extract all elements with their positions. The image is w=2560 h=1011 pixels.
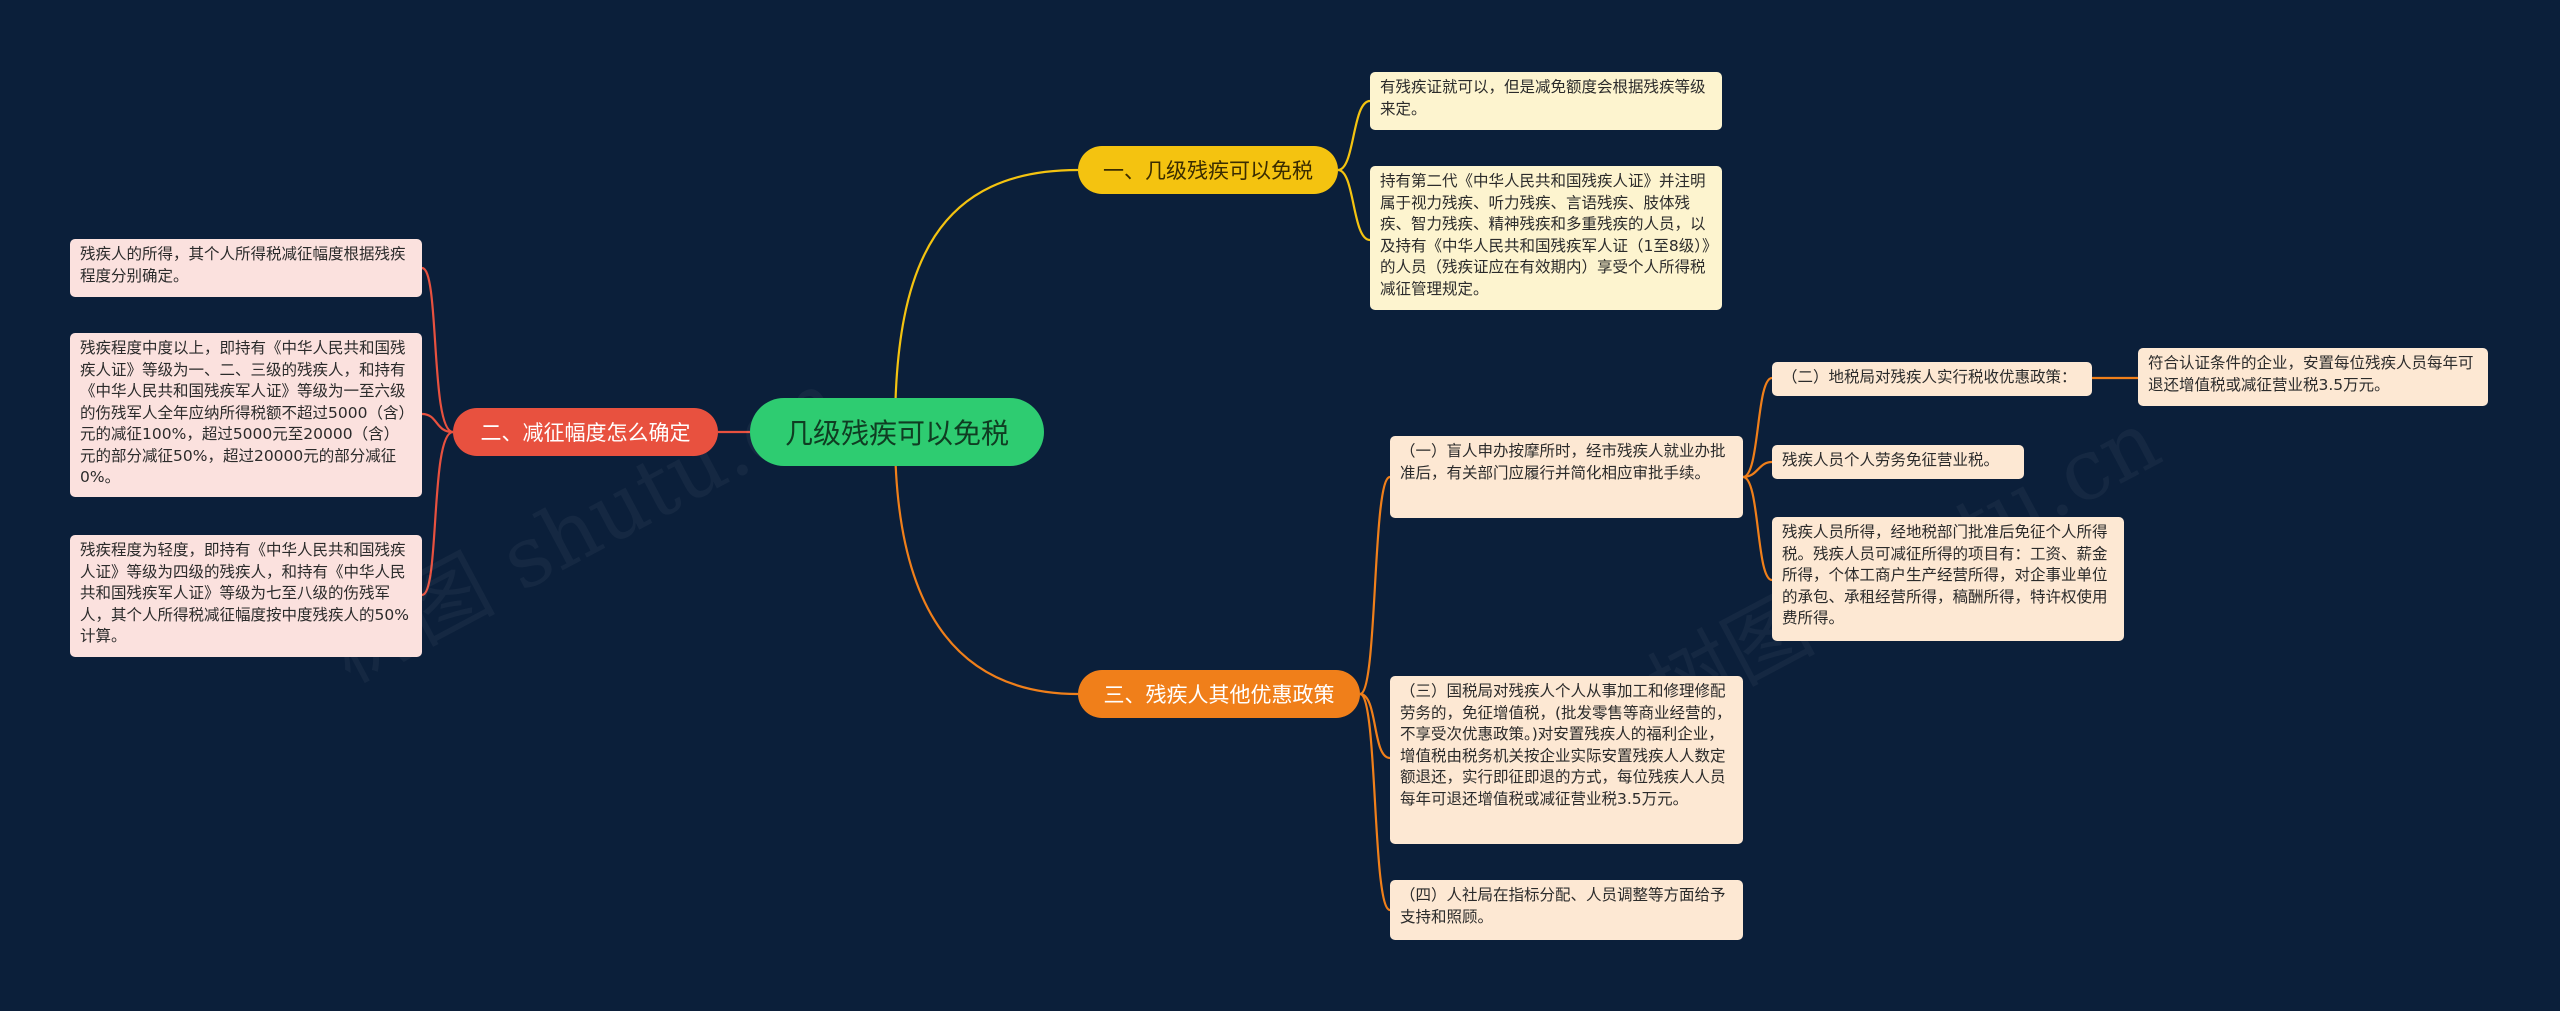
link-c1 — [1742, 376, 1773, 479]
root-topic[interactable]: 几级残疾可以免税 — [750, 398, 1044, 466]
leaf-c1-1[interactable]: 符合认证条件的企业，安置每位残疾人员每年可退还增值税或减征营业税3.5万元。 — [2138, 348, 2488, 406]
link-b1-l2 — [1337, 168, 1371, 242]
link-b2-l2 — [421, 412, 454, 434]
leaf-b2-1[interactable]: 残疾人的所得，其个人所得税减征幅度根据残疾程度分别确定。 — [70, 239, 422, 297]
link-c2 — [1742, 460, 1773, 479]
link-c3 — [1742, 475, 1773, 582]
branch-3[interactable]: 三、残疾人其他优惠政策 — [1078, 670, 1360, 718]
leaf-c1[interactable]: （二）地税局对残疾人实行税收优惠政策： — [1772, 362, 2092, 396]
link-b3-l3 — [1358, 692, 1392, 912]
leaf-b1-2[interactable]: 持有第二代《中华人民共和国残疾人证》并注明属于视力残疾、听力残疾、言语残疾、肢体… — [1370, 166, 1722, 310]
leaf-b2-3[interactable]: 残疾程度为轻度，即持有《中华人民共和国残疾人证》等级为四级的残疾人，和持有《中华… — [70, 535, 422, 657]
leaf-b3-2[interactable]: （三）国税局对残疾人个人从事加工和修理修配劳务的，免征增值税，(批发零售等商业经… — [1390, 676, 1743, 844]
leaf-c2[interactable]: 残疾人员个人劳务免征营业税。 — [1772, 445, 2024, 479]
leaf-b3-3[interactable]: （四）人社局在指标分配、人员调整等方面给予支持和照顾。 — [1390, 880, 1743, 940]
leaf-c3[interactable]: 残疾人员所得，经地税部门批准后免征个人所得税。残疾人员可减征所得的项目有：工资、… — [1772, 517, 2124, 641]
branch-2[interactable]: 二、减征幅度怎么确定 — [453, 408, 718, 456]
link-b2-l3 — [421, 430, 454, 597]
link-b3-l1 — [1358, 475, 1392, 696]
link-root-b3 — [893, 434, 1079, 696]
leaf-b3-1[interactable]: （一）盲人申办按摩所时，经市残疾人就业办批准后，有关部门应履行并简化相应审批手续… — [1390, 436, 1743, 518]
branch-1[interactable]: 一、几级残疾可以免税 — [1078, 146, 1338, 194]
link-b1-l1 — [1337, 99, 1371, 172]
leaf-b2-2[interactable]: 残疾程度中度以上，即持有《中华人民共和国残疾人证》等级为一、二、三级的残疾人，和… — [70, 333, 422, 497]
link-root-b1 — [893, 168, 1079, 431]
link-b2-l1 — [421, 266, 454, 434]
leaf-b1-1[interactable]: 有残疾证就可以，但是减免额度会根据残疾等级来定。 — [1370, 72, 1722, 130]
link-b3-l2 — [1359, 692, 1391, 760]
